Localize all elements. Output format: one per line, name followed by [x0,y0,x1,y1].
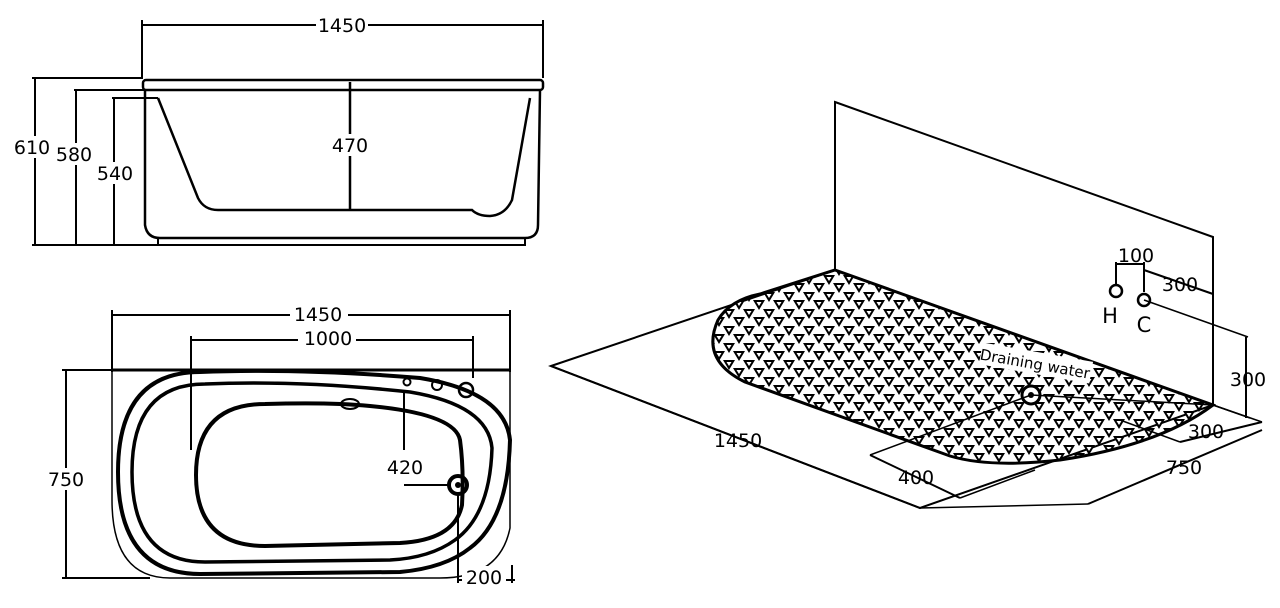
drain-side-label: 300 [1188,421,1224,443]
drain-zone-label: 400 [898,467,934,489]
top-inner-length-dimension: 1000 [190,328,474,450]
side-width-dimension: 1450 [141,14,544,78]
top-drain-offset-label: 420 [387,457,423,479]
pipe-height-label: 300 [1230,369,1266,391]
side-height-580-label: 580 [56,144,92,166]
hot-inlet-label: H [1102,304,1118,328]
side-height-540-label: 540 [97,163,133,185]
water-inlets: H C [1102,262,1151,337]
top-tub-outline [111,368,513,579]
top-width-label: 750 [48,469,84,491]
top-drain-dimensions: 420 200 [384,390,515,589]
side-height-610-label: 610 [14,137,50,159]
side-width-label: 1450 [318,15,366,37]
side-depth-label: 470 [332,135,368,157]
side-view: 1450 610 580 540 470 [12,14,545,246]
top-length-label: 1450 [294,304,342,326]
side-tub-outline [141,78,545,246]
tub-footprint [711,268,1217,465]
installation-dimensions: 100 300 300 300 750 1450 400 [550,245,1266,509]
installation-length-label: 1450 [714,430,762,452]
side-height-dimensions: 610 580 540 470 [12,77,370,246]
top-view: 1450 1000 [44,304,515,589]
pipe-offset-label: 300 [1162,274,1198,296]
cold-inlet-label: C [1137,313,1152,337]
top-length-dimension: 1450 [111,304,511,372]
top-inner-length-label: 1000 [304,328,352,350]
top-drain-edge-label: 200 [466,567,502,589]
installation-view: Draining water H C 100 300 3 [548,100,1266,510]
top-width-dimension: 750 [44,369,150,579]
pipe-spacing-label: 100 [1118,245,1154,267]
installation-width-label: 750 [1166,457,1202,479]
